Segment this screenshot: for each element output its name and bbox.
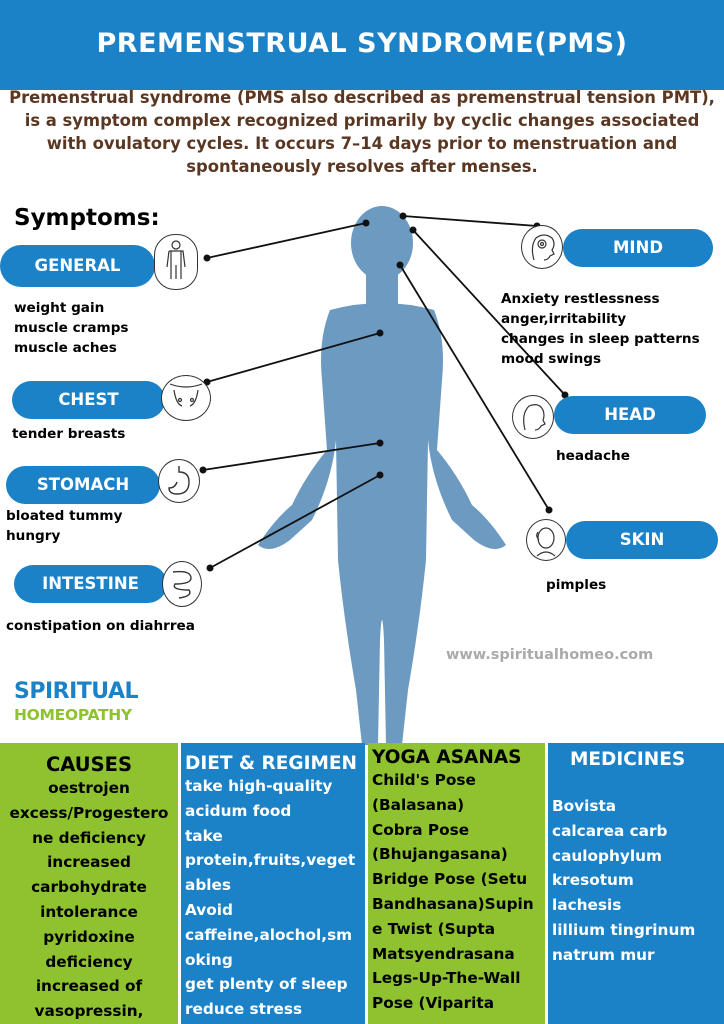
symptom-line: muscle aches (14, 340, 117, 356)
spacer (552, 770, 724, 794)
connector-chest (206, 332, 381, 383)
intro-paragraph: Premenstrual syndrome (PMS also describe… (9, 88, 715, 176)
connector-lines (202, 215, 566, 569)
column-line: protein,fruits,veget (185, 851, 356, 870)
general-pill: GENERAL (0, 245, 155, 287)
symptom-line: mood swings (501, 351, 602, 367)
head-profile-icon (512, 395, 554, 439)
column-line: increased (47, 853, 131, 872)
connector-mind (402, 215, 538, 227)
connector-general (206, 222, 367, 259)
symptom-line: headache (556, 448, 630, 464)
skin-symptoms: pimples (546, 575, 606, 595)
brain-head-icon (521, 225, 563, 269)
face-icon (526, 519, 566, 561)
column-line: Pose (Viparita (372, 994, 495, 1013)
column-line: Legs-Up-The-Wall (372, 969, 521, 988)
body-diagram (199, 206, 569, 745)
column-line: caffeine,alochol,sm (185, 925, 353, 944)
website-url: www.spiritualhomeo.com (446, 647, 654, 663)
column-line: Cobra Pose (372, 820, 470, 839)
intestine-icon (162, 561, 202, 607)
symptoms-heading: Symptoms: (14, 205, 160, 231)
column-line: kresotum (552, 871, 634, 890)
symptom-line: weight gain (14, 300, 105, 316)
column-line: (Balasana) (372, 795, 465, 814)
body-outline-icon (154, 234, 198, 290)
column-line: reduce stress (185, 1000, 303, 1019)
column-line: ables (185, 876, 231, 895)
column-line: e Twist (Supta (372, 919, 496, 938)
column-line: take high-quality (185, 777, 333, 795)
column-line: vasopressin, (34, 1002, 144, 1021)
column-line: Matsyendrasana (372, 944, 515, 963)
column-line: get plenty of sleep (185, 975, 348, 994)
symptom-line: muscle cramps (14, 320, 129, 336)
title-banner (0, 0, 724, 90)
column-line: Bovista (552, 797, 617, 815)
column-line: carbohydrate (31, 878, 147, 897)
symptom-line: constipation on diahrrea (6, 618, 195, 634)
intestine-symptoms: constipation on diahrrea (6, 616, 195, 636)
connector-skin (399, 264, 550, 511)
skin-pill: SKIN (566, 521, 718, 559)
column-line: oking (185, 950, 233, 969)
head-symptoms: headache (556, 446, 630, 466)
column-line: calcarea carb (552, 821, 668, 840)
diet-regimen-title: DIET & REGIMEN (185, 753, 357, 774)
symptom-line: Anxiety restlessness (501, 291, 660, 307)
column-line: intolerance (40, 902, 138, 921)
column-line: caulophylum (552, 846, 662, 865)
column-line: natrum mur (552, 945, 655, 964)
column-line: Child's Pose (372, 771, 476, 789)
column-line: Bridge Pose (Setu (372, 870, 528, 889)
stomach-icon (158, 459, 200, 503)
head-pill: HEAD (554, 396, 706, 434)
symptom-line: changes in sleep patterns (501, 331, 700, 347)
mind-symptoms: Anxiety restlessness anger,irritability … (501, 289, 700, 369)
column-line: oestrojen (48, 779, 130, 797)
page-title: PREMENSTRUAL SYNDROME(PMS) (96, 28, 628, 59)
connector-head (412, 229, 566, 396)
column-line: acidum food (185, 801, 292, 820)
column-line: lillium tingrinum (552, 920, 696, 939)
column-line: deficiency (45, 952, 133, 971)
medicines-title: MEDICINES (570, 749, 686, 770)
connector-dots (199, 212, 569, 572)
intestine-pill: INTESTINE (14, 565, 167, 603)
yoga-asanas-title: YOGA ASANAS (372, 747, 522, 768)
causes-title: CAUSES (45, 753, 133, 776)
connector-intestine (209, 474, 381, 569)
medicines-column: MEDICINES Bovista calcarea carb caulophy… (548, 743, 724, 1024)
diet-regimen-column: DIET & REGIMEN take high-quality acidum … (181, 743, 365, 1024)
symptom-line: anger,irritability (501, 311, 627, 327)
stomach-symptoms: bloated tummy hungry (6, 506, 122, 546)
symptom-line: bloated tummy (6, 508, 123, 524)
column-line: Bandhasana)Supin (372, 894, 534, 913)
chest-symptoms: tender breasts (12, 424, 125, 444)
column-line: Avoid (185, 900, 233, 919)
yoga-asanas-column: YOGA ASANAS Child's Pose (Balasana) Cobr… (368, 743, 545, 1024)
connector-stomach (202, 442, 381, 471)
column-line: ne deficiency (32, 828, 146, 847)
mind-pill: MIND (563, 229, 713, 267)
general-symptoms: weight gain muscle cramps muscle aches (14, 298, 129, 358)
chest-icon (161, 375, 211, 421)
symptom-line: hungry (6, 528, 61, 544)
symptom-line: pimples (546, 577, 607, 593)
column-line: pyridoxine (43, 927, 135, 946)
column-line: (Bhujangasana) (372, 845, 508, 864)
symptom-line: tender breasts (12, 426, 126, 442)
brand-name-line2: HOMEOPATHY (14, 706, 132, 724)
stomach-pill: STOMACH (6, 466, 160, 504)
column-line: take (185, 826, 223, 845)
brand-name-line1: SPIRITUAL (14, 679, 139, 704)
causes-column: CAUSES oestrojen excess/Progestero ne de… (0, 743, 178, 1024)
chest-pill: CHEST (12, 381, 165, 419)
column-line: excess/Progestero (9, 803, 169, 822)
column-line: lachesis (552, 896, 622, 915)
column-line: increased of (35, 977, 143, 996)
